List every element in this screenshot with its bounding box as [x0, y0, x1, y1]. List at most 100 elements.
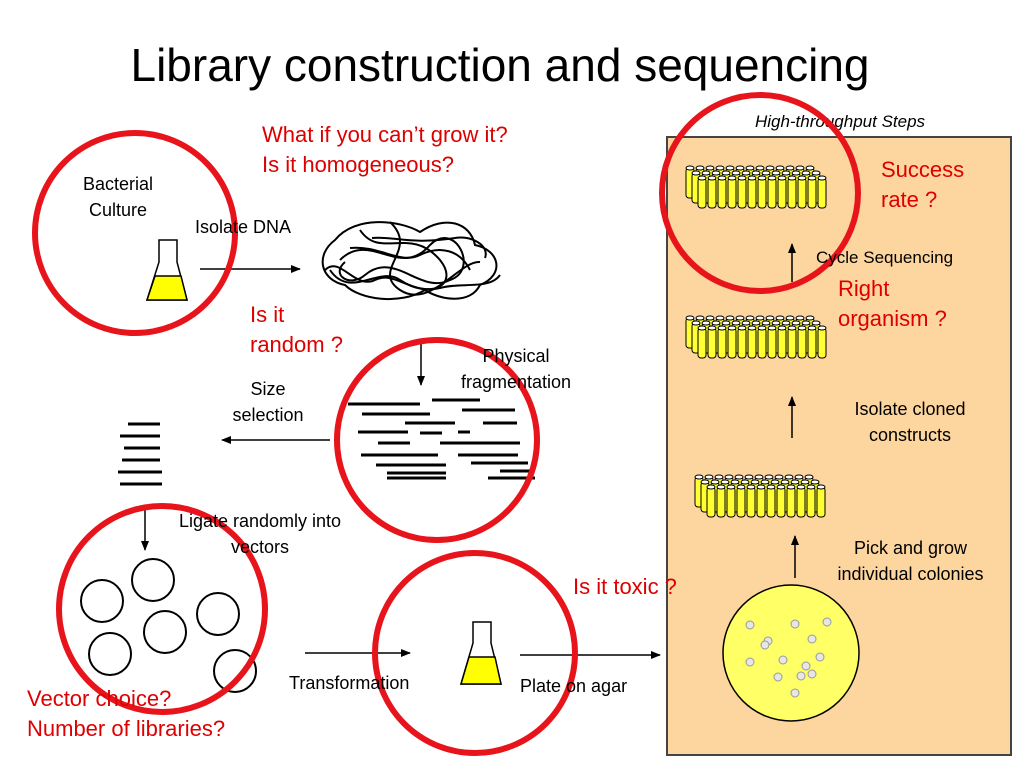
tube-cap — [785, 165, 795, 171]
tube-cap — [694, 474, 704, 480]
tube-cap — [685, 165, 695, 171]
tube — [707, 327, 717, 359]
tube — [766, 486, 776, 518]
tube-cap — [800, 479, 810, 485]
tube-cap — [721, 170, 731, 176]
tube — [807, 177, 817, 209]
tube — [807, 327, 817, 359]
tube-cap — [797, 175, 807, 181]
tube-cap — [817, 325, 827, 331]
tube-cap — [775, 315, 785, 321]
tube-cap — [735, 315, 745, 321]
tube-cap — [805, 315, 815, 321]
tube — [817, 327, 827, 359]
tube — [726, 486, 736, 518]
label-line: Isolate cloned — [854, 399, 966, 419]
tube-cap — [755, 165, 765, 171]
tube-cap — [725, 315, 735, 321]
tube-cap — [720, 479, 730, 485]
vector-question: Vector choice? Number of libraries? — [27, 684, 225, 744]
tube-cap — [685, 315, 695, 321]
dna-fragments-icon — [348, 398, 535, 480]
tube-cap — [706, 484, 716, 490]
tube — [786, 486, 796, 518]
tube — [817, 177, 827, 209]
tube-cap — [750, 479, 760, 485]
tube-cap — [746, 484, 756, 490]
question-line: Is it — [250, 302, 285, 327]
tube-cap — [725, 165, 735, 171]
tube — [727, 327, 737, 359]
tangled-dna-icon — [321, 221, 501, 301]
grow-question: What if you can’t grow it? Is it homogen… — [262, 120, 508, 180]
tube-cap — [741, 170, 751, 176]
label-line: constructs — [868, 425, 952, 445]
tube-rack-icon — [694, 474, 826, 518]
tube — [717, 327, 727, 359]
tube-cap — [801, 170, 811, 176]
label-line: Pick and grow — [853, 538, 968, 558]
size-selected-dna-icon — [118, 422, 162, 486]
question-line: organism ? — [838, 306, 947, 331]
tube — [767, 177, 777, 209]
tube-cap — [781, 320, 791, 326]
panel-title: High-throughput Steps — [754, 112, 926, 131]
tube — [717, 177, 727, 209]
tube-cap — [806, 484, 816, 490]
tube — [707, 177, 717, 209]
label-line: Physical — [482, 346, 550, 366]
tube — [757, 177, 767, 209]
tube-cap — [796, 484, 806, 490]
tube-rack-icon — [685, 315, 827, 359]
tube-cap — [780, 479, 790, 485]
tube-cap — [731, 320, 741, 326]
tube — [797, 177, 807, 209]
tube-cap — [807, 175, 817, 181]
tube-cap — [711, 320, 721, 326]
transformation-flask-icon — [459, 621, 502, 685]
tube-cap — [745, 315, 755, 321]
tube-cap — [691, 170, 701, 176]
tube — [806, 486, 816, 518]
tube-cap — [695, 165, 705, 171]
tube-cap — [766, 484, 776, 490]
tube-cap — [727, 175, 737, 181]
tube-cap — [804, 474, 814, 480]
cycle-sequencing-label: Cycle Sequencing — [816, 248, 954, 267]
question-line: rate ? — [881, 187, 938, 212]
physical-fragmentation-label: Physical fragmentation — [436, 343, 596, 395]
tube-cap — [784, 474, 794, 480]
transformation-label: Transformation — [289, 673, 410, 693]
tube-cap — [691, 320, 701, 326]
tube-cap — [740, 479, 750, 485]
tube-cap — [707, 175, 717, 181]
tube-cap — [817, 175, 827, 181]
tube-cap — [754, 474, 764, 480]
highlight-circles — [32, 92, 861, 756]
ligate-label: Ligate randomly into vectors — [150, 508, 370, 560]
tube-cap — [701, 170, 711, 176]
question-line: What if you can’t grow it? — [262, 122, 508, 147]
tube-cap — [730, 479, 740, 485]
tube-cap — [791, 320, 801, 326]
tube-cap — [705, 315, 715, 321]
tube-cap — [714, 474, 724, 480]
tube-cap — [777, 175, 787, 181]
tube-cap — [755, 315, 765, 321]
tube — [737, 327, 747, 359]
tube-cap — [705, 165, 715, 171]
tube-cap — [776, 484, 786, 490]
tube-cap — [747, 325, 757, 331]
tube-cap — [741, 320, 751, 326]
tube-cap — [794, 474, 804, 480]
tube — [797, 327, 807, 359]
tube-cap — [695, 315, 705, 321]
tube-cap — [795, 165, 805, 171]
tube-cap — [816, 484, 826, 490]
tube-cap — [707, 325, 717, 331]
tube — [697, 327, 707, 359]
tube-cap — [771, 320, 781, 326]
tube-cap — [787, 175, 797, 181]
tube-cap — [774, 474, 784, 480]
